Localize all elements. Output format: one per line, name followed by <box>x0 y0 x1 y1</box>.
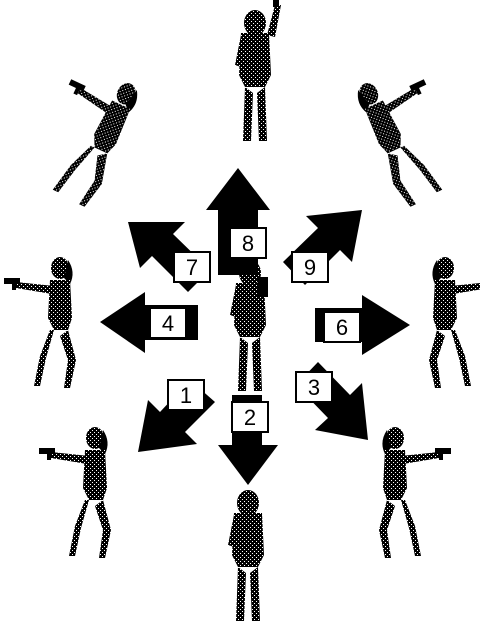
key-4[interactable]: 4 <box>150 308 186 338</box>
character-aim-left <box>4 257 76 388</box>
svg-text:8: 8 <box>242 231 254 256</box>
character-aim-up-left <box>25 60 146 209</box>
svg-text:2: 2 <box>244 405 256 430</box>
key-3[interactable]: 3 <box>296 372 332 402</box>
key-1[interactable]: 1 <box>168 380 204 410</box>
svg-text:9: 9 <box>304 255 316 280</box>
character-aim-up <box>235 0 281 141</box>
svg-text:3: 3 <box>308 375 320 400</box>
character-center <box>230 260 268 391</box>
svg-text:6: 6 <box>336 315 348 340</box>
key-2[interactable]: 2 <box>232 402 268 432</box>
svg-text:1: 1 <box>180 383 192 408</box>
key-8[interactable]: 8 <box>230 228 266 258</box>
svg-text:7: 7 <box>186 255 198 280</box>
character-aim-up-right <box>350 60 471 209</box>
character-aim-right <box>429 257 480 388</box>
svg-text:4: 4 <box>162 311 174 336</box>
character-aim-down <box>228 490 264 621</box>
character-aim-down-left <box>39 427 111 558</box>
key-7[interactable]: 7 <box>174 252 210 282</box>
key-6[interactable]: 6 <box>324 312 360 342</box>
character-aim-down-right <box>379 427 451 558</box>
key-9[interactable]: 9 <box>292 252 328 282</box>
